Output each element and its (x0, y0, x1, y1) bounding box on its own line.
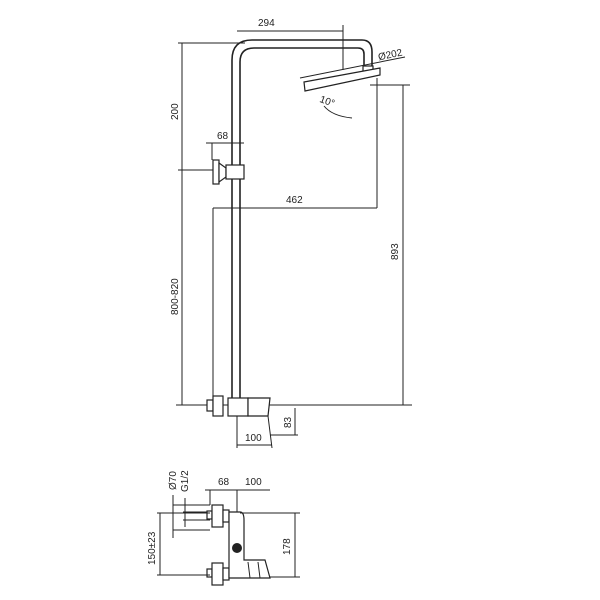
mixer-body-side (228, 511, 271, 579)
mixer-body (227, 397, 249, 417)
wall-bracket-clamp (225, 164, 245, 180)
mixer-lever (247, 397, 271, 417)
tilt-angle-label: 10° (318, 94, 336, 110)
mixer-depth-label: 100 (245, 433, 262, 444)
head-projection-label: 462 (286, 195, 303, 206)
thread-label: G1/2 (180, 470, 191, 492)
mixer-escutcheon (212, 395, 224, 417)
riser-pipe-inner (239, 47, 365, 400)
mixer-drop-label: 83 (283, 416, 294, 428)
wall-bracket-arm (218, 161, 227, 184)
lower-inlet (206, 568, 213, 578)
head-diameter-line (299, 56, 406, 79)
upper-inlet (206, 510, 213, 520)
wall-offset-label: 68 (218, 477, 230, 488)
body-depth-label: 100 (245, 477, 262, 488)
wall-bracket-plate (212, 159, 220, 185)
mixer-height-label: 800-820 (170, 278, 181, 315)
mixer-inlet (206, 399, 214, 412)
head-diameter-label: Ø202 (377, 47, 404, 63)
lower-escutcheon (211, 562, 224, 586)
upper-escutcheon (211, 504, 224, 528)
riser-pipe (231, 39, 373, 400)
shower-column-view: 10° Ø202 294 200 800-820 68 462 893 100 … (170, 18, 412, 449)
tilt-arc (323, 105, 353, 119)
lower-connector (222, 567, 230, 581)
arm-reach-label: 294 (258, 18, 275, 29)
bracket-offset-label: 68 (217, 131, 229, 142)
shower-head (303, 67, 381, 92)
body-height-label: 178 (282, 538, 293, 555)
upper-height-label: 200 (170, 103, 181, 120)
control-knob (232, 543, 242, 553)
upper-connector (222, 509, 230, 523)
escutcheon-diameter-label: Ø70 (168, 471, 179, 490)
mixer-detail-view: Ø70 G1/2 68 100 150±23 178 (147, 470, 300, 586)
centres-label: 150±23 (147, 531, 158, 565)
total-height-label: 893 (390, 243, 401, 260)
